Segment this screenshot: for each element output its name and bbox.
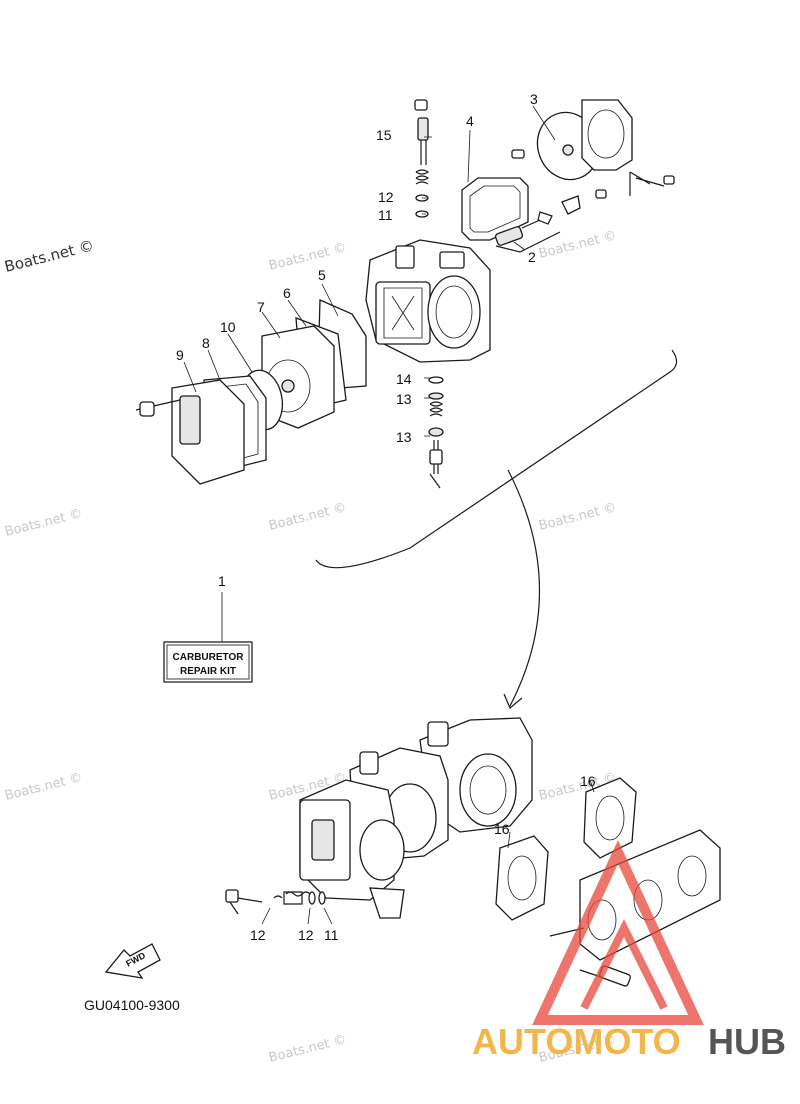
brand-logo: AUTOMOTO HUB [472,840,786,1062]
brand-triangle-inner [580,919,668,1010]
callout-12: 12 [250,927,266,943]
callout-14: 14 [396,371,412,387]
screws-top [511,149,675,215]
callout-13: 13 [396,391,412,407]
callouts: 15 4 3 12 11 2 5 6 7 10 8 9 14 13 13 1 1… [176,91,596,943]
callout-9: 9 [176,347,184,363]
part-9-cover [135,379,245,485]
callout-10: 10 [220,319,236,335]
exploded-view [135,99,678,709]
callout-16: 16 [494,821,510,837]
callout-3: 3 [530,91,538,107]
diagram-code: GU04100-9300 [84,997,180,1013]
fwd-arrow: FWD [104,943,161,979]
watermark: Boats.net © [267,1032,348,1066]
callout-11: 11 [378,207,393,223]
callout-4: 4 [466,113,474,129]
carburetor-assembly-lower [299,717,533,919]
watermark: Boats.net © [3,506,84,540]
repair-kit-box: CARBURETOR REPAIR KIT [163,592,253,683]
watermark: Boats.net © [267,500,348,534]
intake-manifold [549,829,721,987]
lower-needle-set [225,889,333,925]
callout-8: 8 [202,335,210,351]
part-4-gasket [461,177,529,241]
assembly-bracket [315,349,678,569]
callout-2: 2 [528,249,536,265]
assembly-arrowhead [503,693,523,709]
callout-6: 6 [283,285,291,301]
watermark: Boats.net © [267,240,348,274]
callout-11: 11 [324,927,339,943]
callout-7: 7 [257,299,265,315]
callout-16: 16 [580,773,596,789]
brand-name-part1: AUTOMOTO [472,1021,681,1062]
watermark: Boats.net © [537,228,618,262]
kit-label-line1: CARBURETOR [173,652,245,663]
watermark: Boats.net © [537,500,618,534]
part-16-gasket-b [495,835,549,921]
part-13-spring-upper [428,392,444,417]
watermark: Boats.net © [3,770,84,804]
watermark-main: Boats.net © [3,236,96,276]
callout-15: 15 [376,127,392,143]
callout-5: 5 [318,267,326,283]
callout-12: 12 [378,189,394,205]
part-15-needle [414,99,429,165]
needle-lower [429,440,443,489]
leader-lines-16 [507,779,595,849]
part-2-fuel-needle [494,211,561,253]
part-12-spring [415,169,430,185]
brand-triangle-outer [532,840,704,1025]
kit-label-line2: REPAIR KIT [180,666,236,677]
part-13-washer [428,427,444,437]
brand-name-part2: HUB [708,1021,786,1062]
assembly-arrow [507,469,541,707]
part-14-oring [428,376,444,384]
carburetor-body-upper [365,239,491,363]
callout-1: 1 [218,573,226,589]
part-16-gasket-a [583,777,637,859]
leader-lines-top [183,105,556,437]
callout-12: 12 [298,927,314,943]
cover-plate [581,99,633,171]
callout-13: 13 [396,429,412,445]
